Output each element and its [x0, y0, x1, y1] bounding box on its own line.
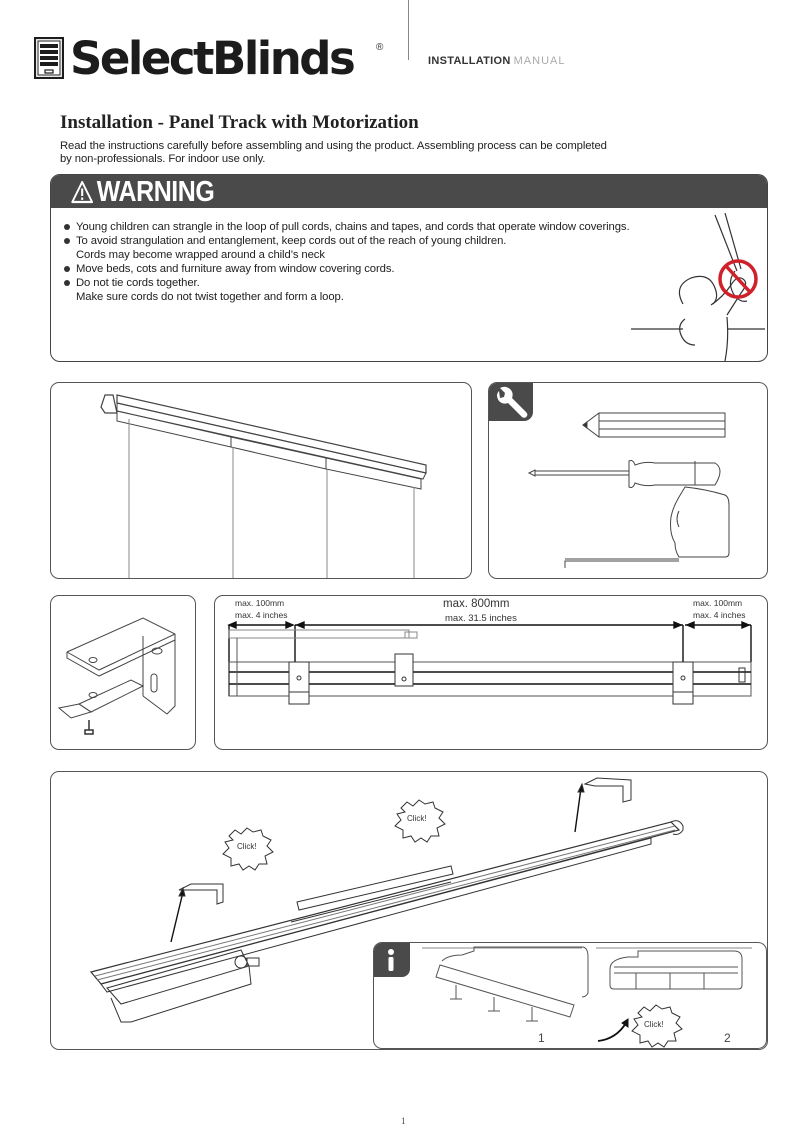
- info-icon: [374, 943, 410, 977]
- step-number: 1: [538, 1031, 545, 1045]
- right-spacing-in: max. 4 inches: [693, 610, 746, 620]
- page-title: Installation - Panel Track with Motoriza…: [60, 112, 419, 133]
- warning-triangle-icon: [71, 180, 94, 204]
- track-overview-panel: [50, 382, 472, 579]
- page-number: 1: [401, 1116, 406, 1126]
- warning-item: To avoid strangulation and entanglement,…: [63, 234, 683, 262]
- left-spacing-in: max. 4 inches: [235, 610, 288, 620]
- warning-item: Young children can strangle in the loop …: [63, 220, 683, 234]
- tape-measure-icon: [564, 486, 730, 568]
- center-spacing-in: max. 31.5 inches: [445, 613, 517, 624]
- tools-panel: [488, 382, 768, 579]
- brand-logo: SelectBlinds: [70, 32, 356, 85]
- registered-mark: ®: [376, 42, 384, 53]
- click-label: Click!: [407, 814, 427, 823]
- bracket-spacing-panel: max. 100mm max. 4 inches max. 800mm max.…: [214, 595, 768, 750]
- pencil-icon: [582, 412, 726, 438]
- right-spacing-mm: max. 100mm: [693, 598, 743, 608]
- window-blind-icon: [34, 37, 64, 79]
- warning-box: WARNING Young children can strangle in t…: [50, 174, 768, 362]
- warning-item: Move beds, cots and furniture away from …: [63, 262, 683, 276]
- mounting-panel: Click! Click! Click! 1 2: [50, 771, 768, 1050]
- intro-text: Read the instructions carefully before a…: [60, 140, 607, 165]
- warning-header: WARNING: [51, 175, 767, 208]
- child-cord-prohibited-icon: [623, 209, 765, 361]
- warning-title: WARNING: [96, 176, 215, 208]
- warning-list: Young children can strangle in the loop …: [63, 220, 683, 304]
- step-number: 2: [724, 1031, 731, 1045]
- header-divider: [408, 0, 409, 60]
- doc-type-bold: INSTALLATION: [428, 55, 511, 67]
- warning-item: Do not tie cords together.Make sure cord…: [63, 276, 683, 304]
- bracket-panel: [50, 595, 196, 750]
- info-panel: Click! 1 2: [373, 942, 767, 1049]
- doc-type-light: MANUAL: [513, 55, 566, 67]
- click-label: Click!: [644, 1020, 664, 1029]
- center-spacing-mm: max. 800mm: [443, 598, 510, 610]
- left-spacing-mm: max. 100mm: [235, 598, 285, 608]
- click-label: Click!: [237, 842, 257, 851]
- screwdriver-icon: [527, 460, 721, 488]
- wrench-icon: [489, 383, 533, 421]
